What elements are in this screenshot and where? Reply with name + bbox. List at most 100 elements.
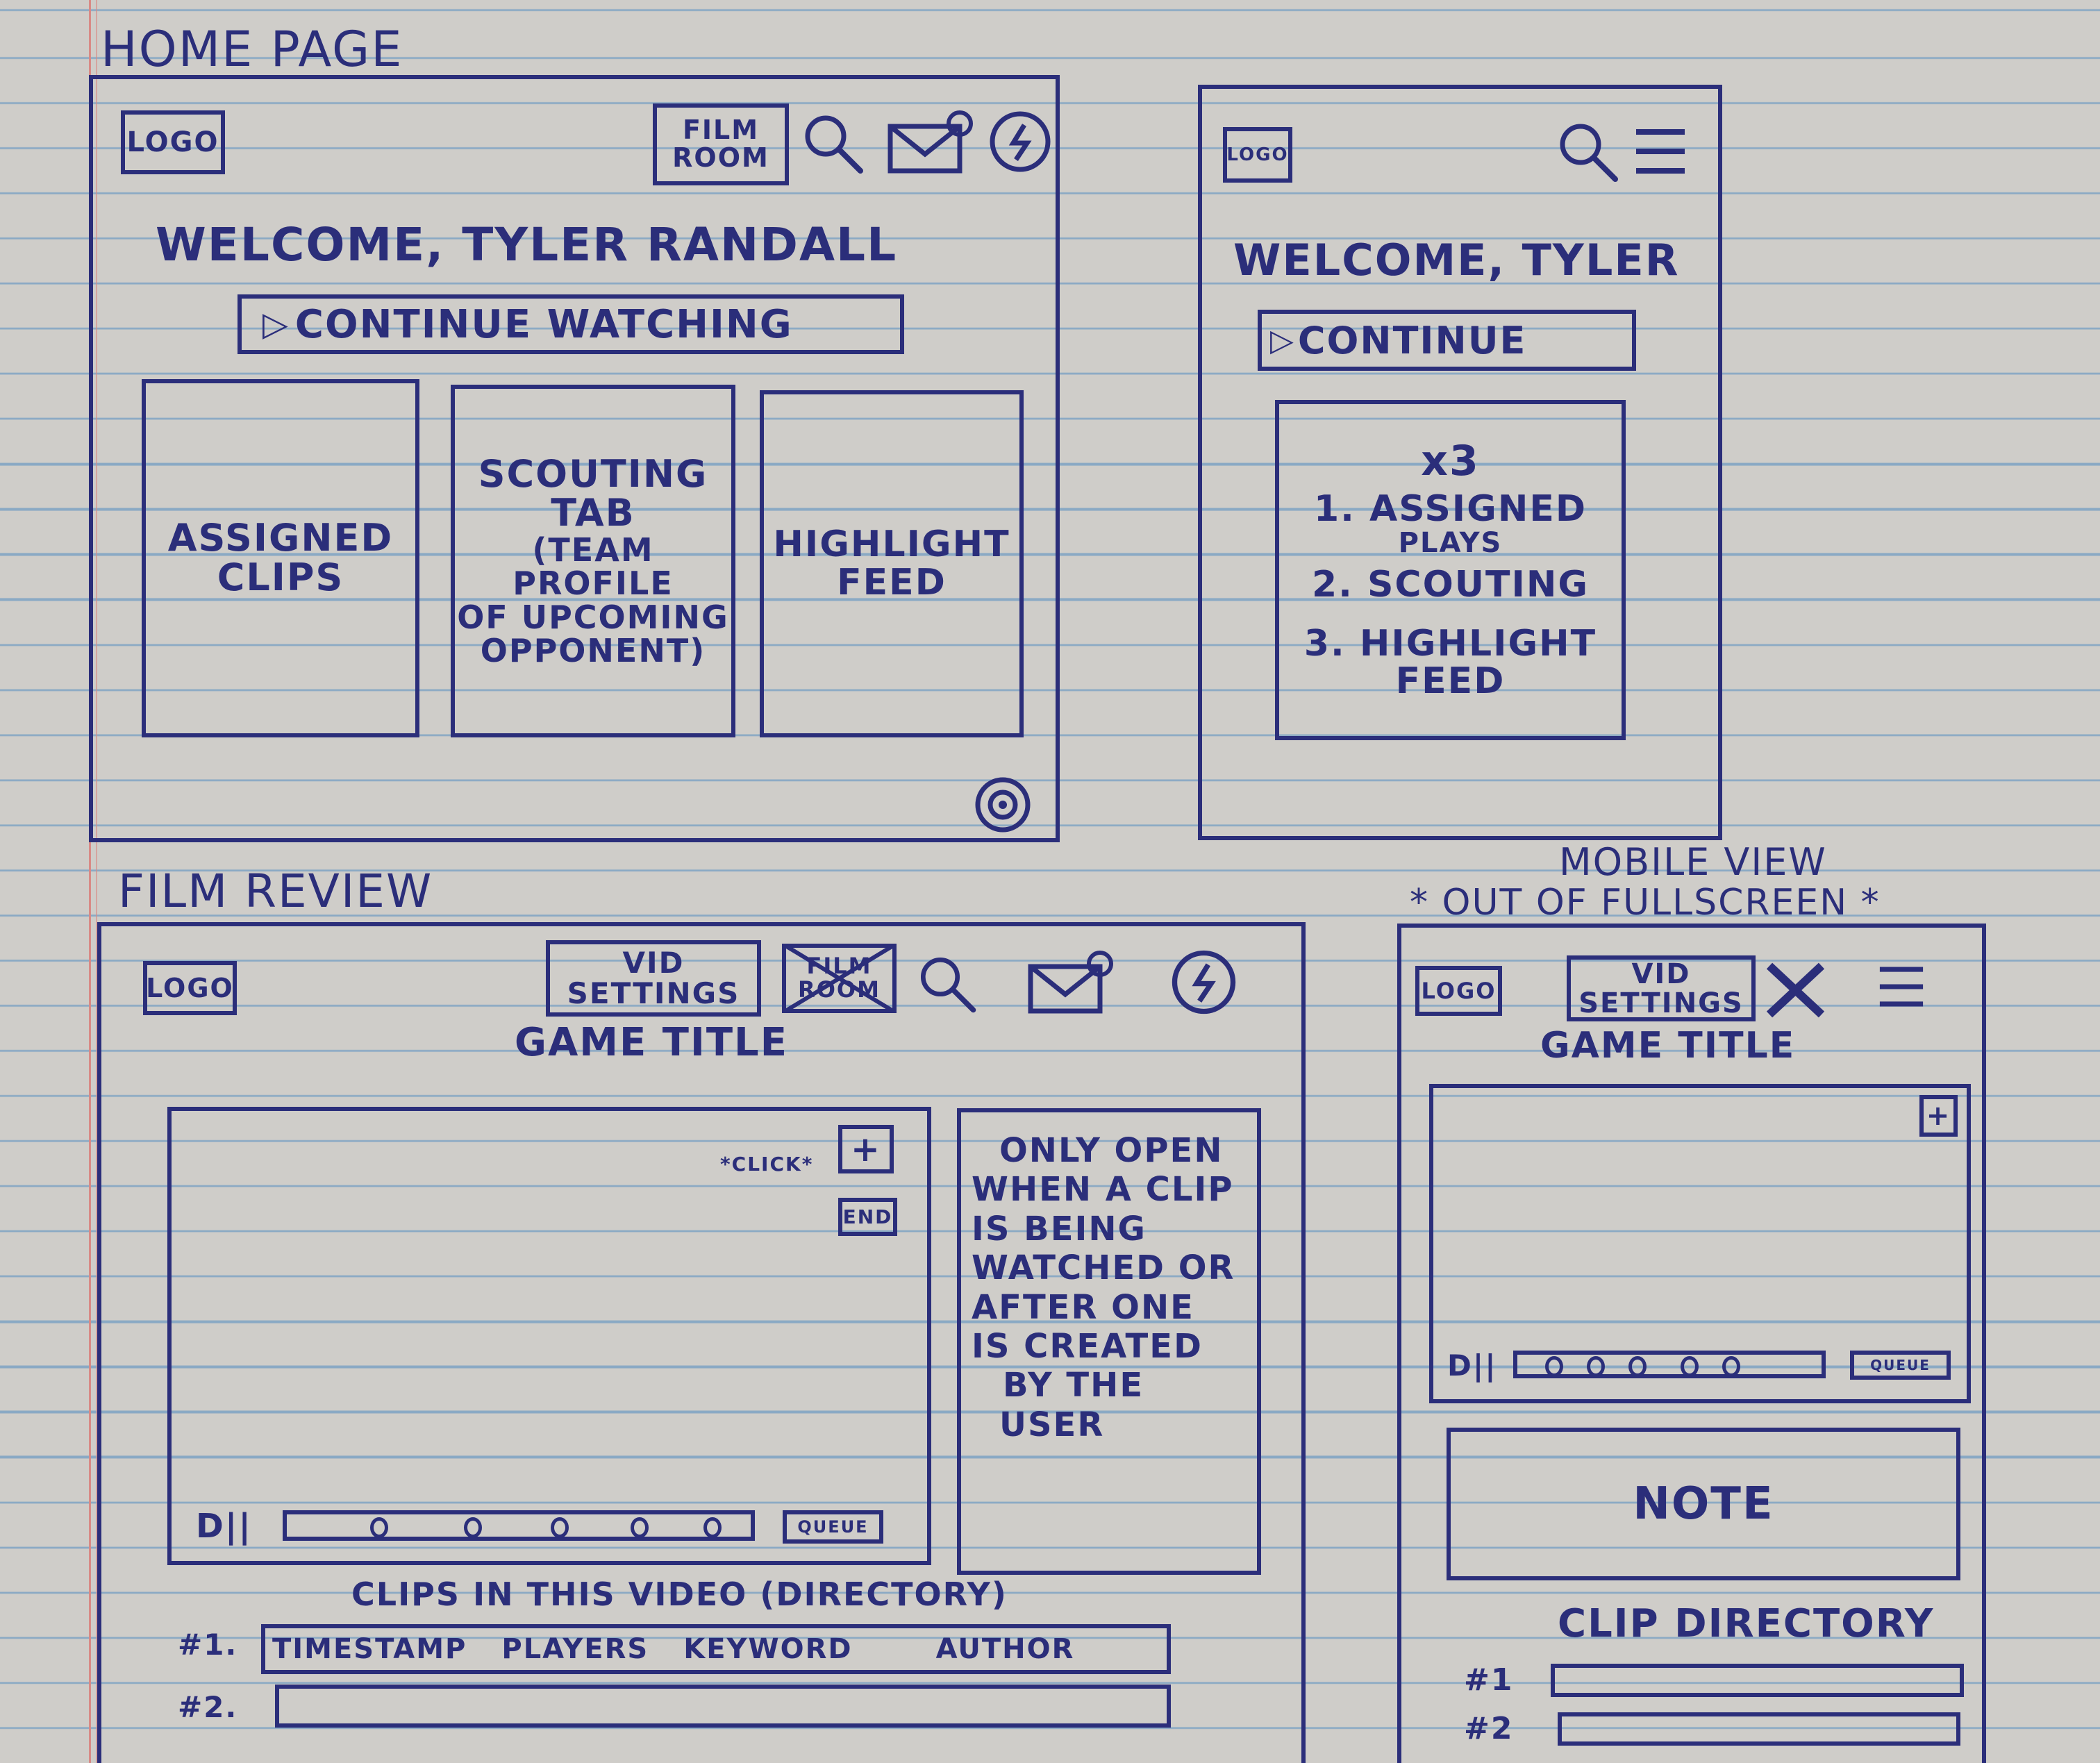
section-title-film-review: FILM REVIEW [118,864,433,918]
panel-line: USER [999,1405,1105,1444]
video-player[interactable]: *CLICK* + END D|| QUEUE [167,1107,931,1565]
clip-row[interactable] [275,1685,1171,1728]
stack-item-scouting: 2. SCOUTING [1311,563,1590,605]
section-title-home: HOME PAGE [101,21,403,78]
stack-item-assigned: 1. ASSIGNED [1313,488,1588,530]
mail-icon[interactable] [885,107,975,176]
clip-marker[interactable] [1628,1356,1647,1377]
column-timestamp: TIMESTAMP [272,1633,467,1665]
card-stack[interactable]: x3 1. ASSIGNED PLAYS 2. SCOUTING 3. HIGH… [1275,400,1626,740]
menu-icon[interactable] [1874,959,1929,1014]
playback-controls[interactable]: D|| [196,1507,252,1546]
clip-marker[interactable] [631,1517,649,1538]
panel-line: IS BEING [972,1209,1147,1248]
queue-button[interactable]: QUEUE [783,1510,883,1544]
close-icon[interactable] [1762,959,1828,1021]
film-room-button[interactable]: FILM ROOM [653,103,789,185]
panel-line: BY THE [1003,1366,1144,1405]
playback-controls[interactable]: D|| [1447,1348,1497,1382]
card-line: HIGHLIGHT [773,524,1010,566]
clips-directory-heading: CLIPS IN THIS VIDEO (DIRECTORY) [351,1576,1008,1613]
film-room-label-line1: FILM [682,115,760,146]
settings-icon[interactable] [972,774,1034,836]
card-assigned-clips[interactable]: ASSIGNED CLIPS [142,379,419,737]
clip-marker[interactable] [464,1517,482,1538]
lightning-icon[interactable] [1167,946,1240,1019]
card-line: TAB [551,491,635,535]
vid-settings-line2: SETTINGS [1578,987,1744,1019]
search-icon[interactable] [914,951,980,1017]
card-line: CLIPS [217,555,344,599]
play-icon: ▷ [262,305,290,344]
mail-icon[interactable] [1022,947,1119,1017]
film-room-label-line2: ROOM [672,142,769,173]
end-clip-button[interactable]: END [838,1198,897,1236]
stack-item-highlight-sub: FEED [1395,660,1506,703]
welcome-heading: WELCOME, TYLER [1233,235,1680,285]
clip-marker[interactable] [1587,1356,1605,1377]
note-box[interactable]: NOTE [1447,1428,1960,1580]
menu-icon[interactable] [1629,124,1692,179]
clip-marker[interactable] [1545,1356,1563,1377]
game-title: GAME TITLE [1540,1025,1796,1067]
clip-row[interactable] [1558,1712,1960,1746]
vid-settings-line1: VID [1631,958,1691,990]
vid-settings-button[interactable]: VID SETTINGS [546,940,761,1017]
search-icon[interactable] [1553,117,1622,186]
film-room-button-removed: FILM ROOM [782,944,897,1013]
film-desktop-frame: LOGO VID SETTINGS FILM ROOM GAME TITLE *… [97,922,1306,1763]
logo[interactable]: LOGO [1415,966,1502,1016]
lightning-icon[interactable] [985,107,1055,176]
clip-directory-heading: CLIP DIRECTORY [1558,1601,1935,1646]
click-note: *CLICK* [720,1153,814,1176]
play-icon: ▷ [1270,322,1295,358]
row-number: #1. [178,1628,238,1662]
queue-button[interactable]: QUEUE [1850,1351,1951,1380]
column-author: AUTHOR [935,1633,1075,1665]
timeline-scrubber[interactable] [283,1510,755,1541]
continue-button[interactable]: ▷ CONTINUE [1258,310,1636,371]
search-icon[interactable] [798,108,867,178]
game-title: GAME TITLE [515,1020,788,1065]
welcome-heading: WELCOME, TYLER RANDALL [156,218,898,271]
panel-line: WATCHED OR [972,1248,1235,1288]
clip-marker[interactable] [370,1517,388,1538]
vid-settings-button[interactable]: VID SETTINGS [1567,955,1756,1021]
row-number: #2 [1464,1711,1514,1746]
clip-row[interactable]: TIMESTAMP PLAYERS KEYWORD AUTHOR [261,1624,1171,1674]
card-line: ASSIGNED [167,516,394,560]
clip-marker[interactable] [551,1517,569,1538]
card-scouting-tab[interactable]: SCOUTING TAB (TEAM PROFILE OF UPCOMING O… [451,385,735,737]
stack-item-assigned-sub: PLAYS [1398,526,1503,559]
stack-count: x3 [1421,437,1480,486]
add-clip-button[interactable]: + [1919,1095,1958,1137]
continue-watching-button[interactable]: ▷ CONTINUE WATCHING [238,294,904,354]
mobile-view-note: * OUT OF FULLSCREEN * [1410,882,1881,924]
card-line: OF UPCOMING [457,598,729,636]
row-number: #1 [1464,1662,1514,1698]
clip-marker[interactable] [1681,1356,1699,1377]
home-desktop-frame: LOGO FILM ROOM WELCOME, TYLER RANDALL ▷ … [89,75,1060,842]
card-line: SCOUTING [478,451,708,496]
video-player[interactable]: + D|| QUEUE [1429,1084,1971,1403]
clip-marker[interactable] [1722,1356,1740,1377]
add-clip-button[interactable]: + [838,1125,894,1173]
clip-note-panel[interactable]: ONLY OPEN WHEN A CLIP IS BEING WATCHED O… [957,1108,1261,1575]
card-line: (TEAM PROFILE [512,531,674,603]
margin-line [89,0,91,1763]
clip-marker[interactable] [703,1517,722,1538]
continue-watching-label: CONTINUE WATCHING [294,301,793,347]
timeline-scrubber[interactable] [1513,1351,1826,1378]
panel-line: IS CREATED [972,1326,1203,1366]
column-keyword: KEYWORD [683,1633,853,1665]
clip-row[interactable] [1551,1664,1964,1697]
logo[interactable]: LOGO [143,961,237,1015]
logo[interactable]: LOGO [1223,127,1292,183]
column-players: PLAYERS [501,1633,649,1665]
logo[interactable]: LOGO [121,110,225,174]
cross-out-icon [782,944,897,1013]
margin-line-secondary [96,0,97,1763]
card-line: OPPONENT) [480,631,706,669]
card-highlight-feed[interactable]: HIGHLIGHT FEED [760,390,1024,737]
continue-label: CONTINUE [1297,318,1527,362]
